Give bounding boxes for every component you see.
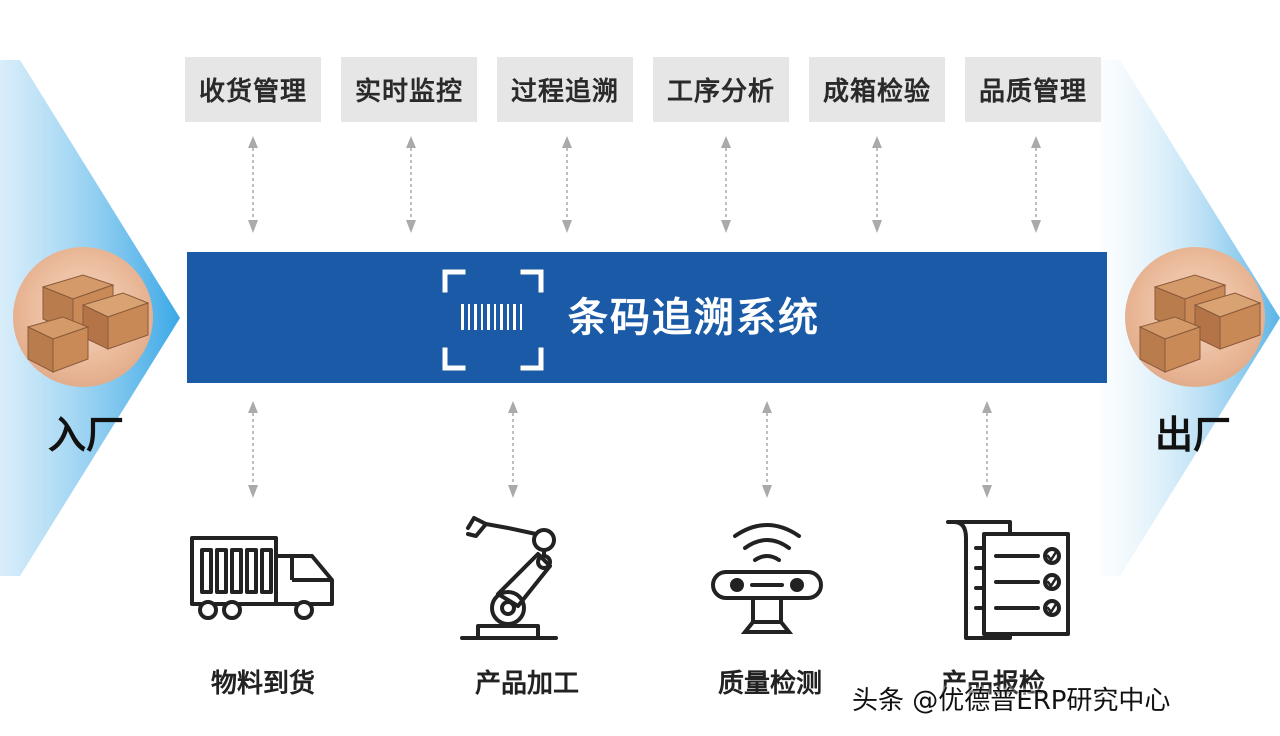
barcode-scan-icon [442,269,544,371]
step-label-product-inspection-report: 产品报检 [940,669,1045,699]
exit-label: 出厂 [1155,413,1232,457]
step-label-processing: 产品加工 [474,669,579,699]
module-label: 实时监控 [354,77,463,107]
exit-boxes-image [1125,247,1265,387]
watermark: 头条 @优德普ERP研究中心 [852,686,1171,716]
module-process-analysis: 工序分析 [653,57,789,122]
module-label: 收货管理 [198,77,307,107]
scanner-icon [711,523,823,634]
bottom-arrows [248,401,992,498]
module-tracing: 过程追溯 [497,57,633,122]
robot-arm-icon [460,516,558,640]
top-arrows [248,136,1041,233]
module-receiving: 收货管理 [185,57,321,122]
module-quality: 品质管理 [965,57,1101,122]
step-label-quality-inspection: 质量检测 [717,669,822,699]
module-label: 成箱检验 [822,77,931,107]
checklist-icon [946,520,1070,640]
cardboard-boxes-icon [26,274,150,373]
cardboard-boxes-icon [1138,274,1262,373]
entry-label: 入厂 [48,413,125,457]
module-label: 过程追溯 [510,77,619,107]
module-monitoring: 实时监控 [341,57,477,122]
step-label-material-arrival: 物料到货 [210,669,315,699]
module-label: 工序分析 [666,77,775,107]
entry-boxes-image [13,247,153,387]
module-box-inspection: 成箱检验 [809,57,945,122]
system-title: 条码追溯系统 [568,295,820,341]
traceability-banner [187,252,1107,383]
truck-icon [190,536,334,620]
module-label: 品质管理 [978,77,1087,107]
